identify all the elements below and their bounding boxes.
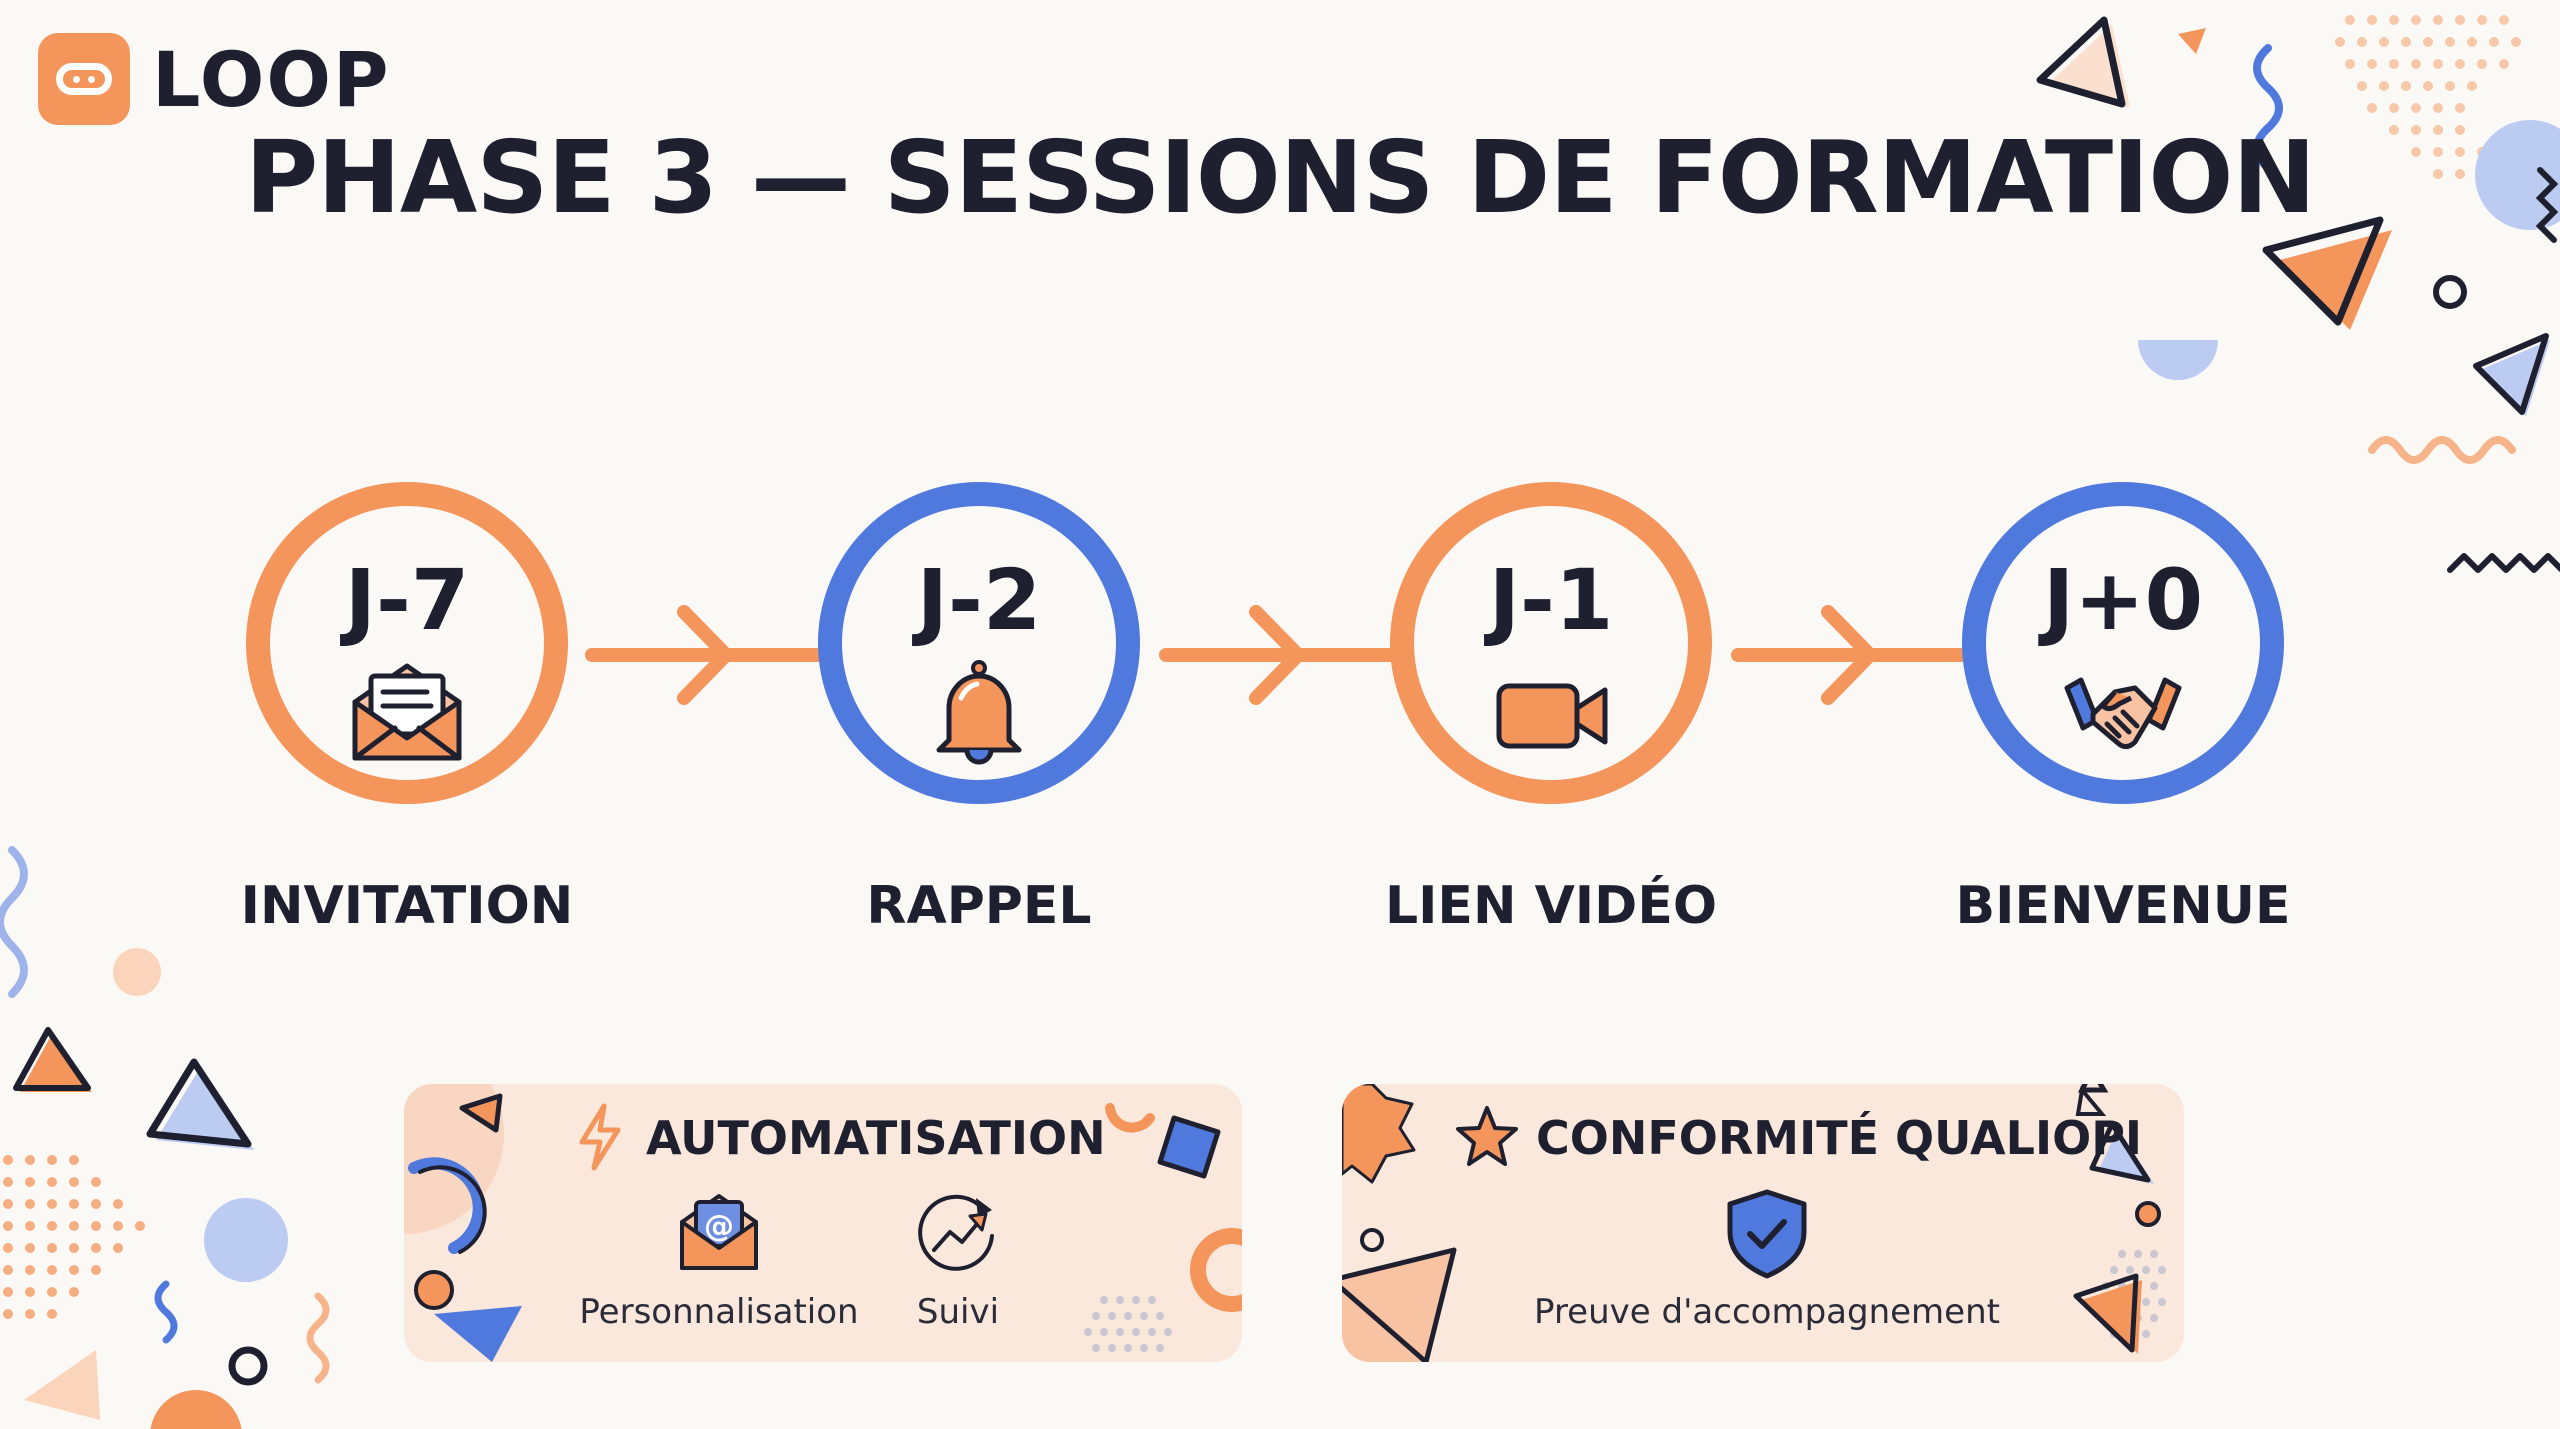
- item-label-suivi: Suivi: [916, 1292, 1000, 1332]
- step-code: J+0: [2042, 551, 2204, 649]
- panel-decoration: [404, 1084, 1242, 1362]
- step-label-lien-video: LIEN VIDÉO: [1384, 876, 1718, 936]
- svg-text:@: @: [704, 1209, 734, 1244]
- step-circle-lien-video: J-1: [1390, 482, 1712, 804]
- video-camera-icon: [1496, 683, 1608, 749]
- step-circle-invitation: J-7: [246, 482, 568, 804]
- page-title: PHASE 3 — SESSIONS DE FORMATION: [244, 119, 2316, 236]
- panel-decoration: [1342, 1084, 2166, 1362]
- email-personalization-icon: @: [680, 1194, 758, 1270]
- automation-panel: AUTOMATISATION @ Personnalisation Suivi: [404, 1084, 1242, 1362]
- qualiopi-title: CONFORMITÉ QUALIOPI: [1536, 1111, 2143, 1165]
- step-code: J-2: [916, 551, 1042, 649]
- handshake-icon: [2064, 677, 2182, 750]
- item-label-preuve: Preuve d'accompagnement: [1534, 1292, 2000, 1332]
- brand-name: LOOP: [152, 35, 391, 124]
- logo-pill-icon: [56, 63, 112, 95]
- bell-icon: [936, 660, 1022, 765]
- step-circle-rappel: J-2: [818, 482, 1140, 804]
- tracking-chart-icon: [918, 1194, 994, 1271]
- logo-mark: [38, 33, 130, 125]
- step-circle-bienvenue: J+0: [1962, 482, 2284, 804]
- envelope-icon: [352, 663, 462, 761]
- step-label-invitation: INVITATION: [240, 876, 574, 936]
- shield-check-icon: [1727, 1189, 1807, 1279]
- step-label-bienvenue: BIENVENUE: [1955, 876, 2291, 936]
- step-label-rappel: RAPPEL: [866, 876, 1092, 936]
- item-label-personalization: Personnalisation: [579, 1292, 859, 1332]
- step-code: J-1: [1488, 551, 1614, 649]
- automation-title: AUTOMATISATION: [646, 1111, 1106, 1165]
- qualiopi-panel: CONFORMITÉ QUALIOPI Preuve d'accompagnem…: [1342, 1084, 2184, 1362]
- lightning-icon: [579, 1103, 621, 1171]
- step-code: J-7: [344, 551, 470, 649]
- star-icon: [1456, 1106, 1518, 1166]
